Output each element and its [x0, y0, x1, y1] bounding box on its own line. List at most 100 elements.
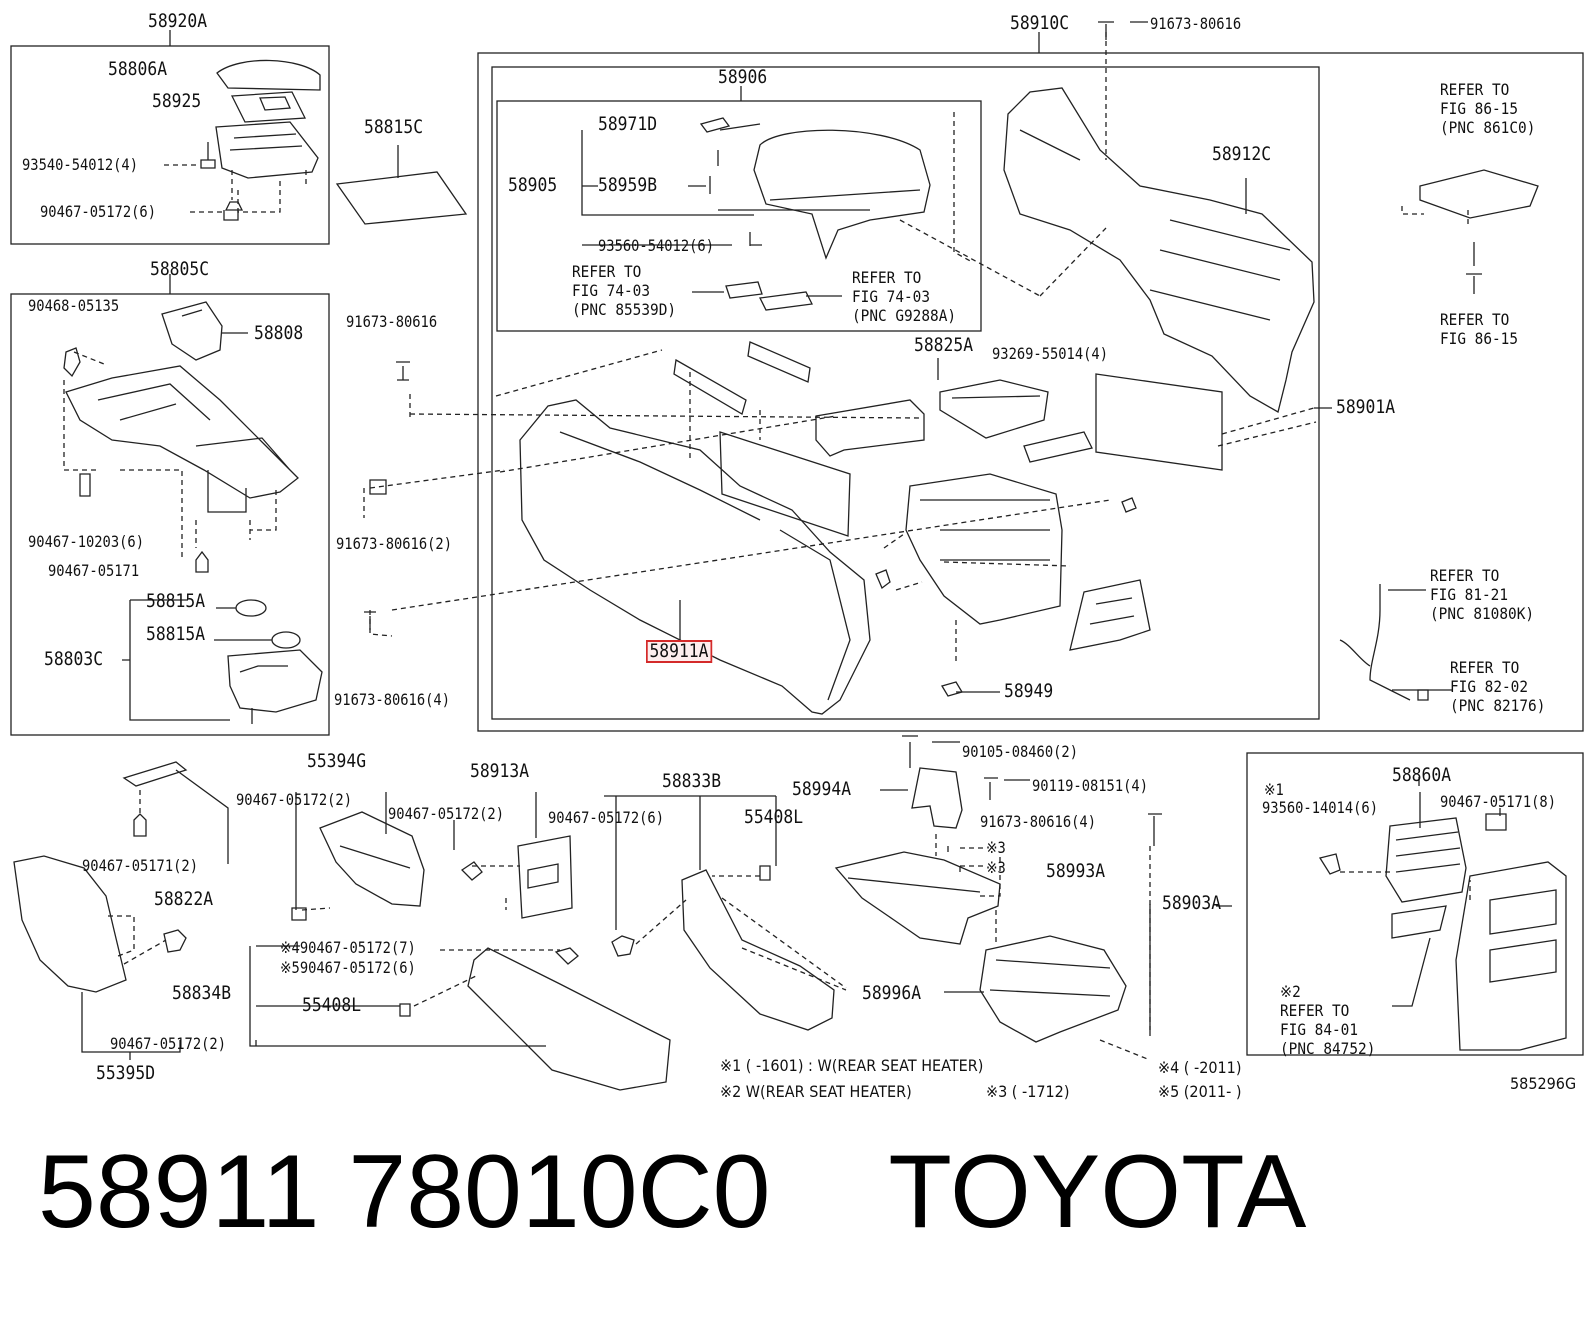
label-58822A: 58822A	[154, 888, 214, 910]
part-58825A-drawing	[939, 379, 1049, 439]
part-brackets-drawing	[673, 341, 925, 457]
label-mark4-90467-05172: ※490467-05172(7)	[280, 938, 416, 957]
footnote-1: ※1 ( -1601) : W(REAR SEAT HEATER)	[720, 1056, 984, 1075]
label-55394G: 55394G	[307, 750, 367, 772]
part-58906-pads-drawing	[692, 281, 842, 311]
label-58996A: 58996A	[862, 982, 922, 1004]
part-58994A-drawing	[911, 767, 963, 829]
label-58815A-2: 58815A	[146, 623, 206, 645]
label-93540-54012: 93540-54012(4)	[22, 155, 138, 174]
part-58996A-drawing	[979, 935, 1127, 1043]
part-55395D-drawing	[13, 855, 127, 993]
label-58994A: 58994A	[792, 778, 852, 800]
label-58906: 58906	[718, 66, 768, 88]
refer-to-fig-74-03-85539D: REFER TO FIG 74-03 (PNC 85539D)	[572, 262, 677, 319]
part-bracket-right-drawing	[1023, 431, 1093, 463]
part-58815C-drawing	[335, 171, 468, 225]
part-58911A-drawing	[519, 399, 871, 715]
label-58805C: 58805C	[150, 258, 210, 280]
caption-brand: TOYOTA	[888, 1134, 1307, 1250]
part-58808-drawing	[161, 301, 223, 361]
part-console-box-drawing	[905, 473, 1063, 625]
label-58959B: 58959B	[598, 174, 658, 196]
label-55395D: 55395D	[96, 1062, 156, 1084]
part-58912C-drawing	[1003, 87, 1315, 413]
refer-to-fig-81-21: REFER TO FIG 81-21 (PNC 81080K)	[1430, 566, 1535, 623]
label-91673-80616-a: 91673-80616	[346, 312, 438, 331]
part-58911A-panel-drawing	[719, 431, 851, 537]
label-93560-14014: 93560-14014(6)	[1262, 798, 1378, 817]
label-90467-05172-2a: 90467-05172(2)	[236, 790, 352, 809]
part-58920A-base-drawing	[215, 121, 319, 179]
label-90105-08460: 90105-08460(2)	[962, 742, 1078, 761]
label-58808: 58808	[254, 322, 304, 344]
part-58834B-drawing	[467, 947, 671, 1091]
box-58906	[496, 100, 982, 332]
part-58805C-drawing	[65, 365, 299, 513]
footnote-2: ※2 W(REAR SEAT HEATER)	[720, 1082, 912, 1101]
part-55394G-drawing	[319, 811, 425, 907]
footnote-3: ※3 ( -1712)	[986, 1082, 1070, 1101]
label-90467-05171: 90467-05171	[48, 561, 140, 580]
label-58925: 58925	[152, 90, 202, 112]
label-58806A: 58806A	[108, 58, 168, 80]
label-58903A: 58903A	[1162, 892, 1222, 914]
label-58803C: 58803C	[44, 648, 104, 670]
footnote-5: ※5 (2011- )	[1158, 1082, 1242, 1101]
label-90467-05172-6a: 90467-05172(6)	[40, 202, 156, 221]
figure-number: 585296G	[1510, 1074, 1577, 1093]
box-58860A	[1246, 752, 1584, 1056]
refer-to-fig-84-01: ※2 REFER TO FIG 84-01 (PNC 84752)	[1280, 982, 1376, 1058]
label-58913A: 58913A	[470, 760, 530, 782]
label-90467-05171-8: 90467-05171(8)	[1440, 792, 1556, 811]
box-58910C	[477, 52, 1584, 732]
label-58920A: 58920A	[148, 10, 208, 32]
label-58905: 58905	[508, 174, 558, 196]
parts-diagram	[10, 21, 1584, 1091]
label-mark5-90467-05172: ※590467-05172(6)	[280, 958, 416, 977]
label-mark3a: ※3	[986, 838, 1006, 857]
part-58925-drawing	[230, 91, 307, 123]
refer-to-fig-86-15: REFER TO FIG 86-15	[1440, 310, 1519, 348]
part-861C0-drawing	[1419, 169, 1539, 219]
label-58949: 58949	[1004, 680, 1054, 702]
refer-to-fig-74-03-G9288A: REFER TO FIG 74-03 (PNC G9288A)	[852, 268, 957, 325]
label-58815C: 58815C	[364, 116, 424, 138]
label-58825A: 58825A	[914, 334, 974, 356]
label-mark3b: ※3	[986, 858, 1006, 877]
box-58910C-inner	[491, 66, 1320, 720]
part-58815A-ring1-drawing	[235, 599, 267, 617]
part-81080K-harness-drawing	[1339, 584, 1429, 701]
label-90468-05135: 90468-05135	[28, 296, 120, 315]
part-caption: 58911 78010C0 TOYOTA	[38, 1140, 1306, 1244]
part-58860A-vent-drawing	[1385, 817, 1467, 903]
part-58803C-drawing	[227, 649, 323, 724]
label-90467-05172-2c: 90467-05172(2)	[110, 1034, 226, 1053]
part-58913A-drawing	[517, 835, 573, 919]
label-90467-05171-2: 90467-05171(2)	[82, 856, 198, 875]
label-58971D: 58971D	[598, 113, 658, 135]
part-58903A-drawing	[1455, 861, 1567, 1051]
part-58822A-drawing	[122, 761, 188, 787]
label-55408L-1: 55408L	[744, 806, 804, 828]
label-90467-05172-2b: 90467-05172(2)	[388, 804, 504, 823]
part-bracket-plate-drawing	[1069, 579, 1151, 651]
label-93269-55014: 93269-55014(4)	[992, 344, 1108, 363]
label-58860A: 58860A	[1392, 764, 1452, 786]
label-55408L-2: 55408L	[302, 994, 362, 1016]
part-58905-armrest-drawing	[753, 129, 931, 260]
label-90467-05172-6b: 90467-05172(6)	[548, 808, 664, 827]
label-58815A-1: 58815A	[146, 590, 206, 612]
part-58815A-ring2-drawing	[271, 631, 301, 649]
refer-to-fig-82-02: REFER TO FIG 82-02 (PNC 82176)	[1450, 658, 1546, 715]
part-58901A-drawing	[1095, 373, 1223, 471]
caption-part-number: 58911 78010C0	[38, 1134, 771, 1250]
label-58834B: 58834B	[172, 982, 232, 1004]
label-58833B: 58833B	[662, 770, 722, 792]
label-90467-10203: 90467-10203(6)	[28, 532, 144, 551]
part-58833B-drawing	[681, 869, 835, 1031]
label-mark1: ※1	[1264, 780, 1284, 799]
label-58911A-highlighted: 58911A	[646, 640, 712, 663]
label-90119-08151: 90119-08151(4)	[1032, 776, 1148, 795]
footnote-4: ※4 ( -2011)	[1158, 1058, 1242, 1077]
